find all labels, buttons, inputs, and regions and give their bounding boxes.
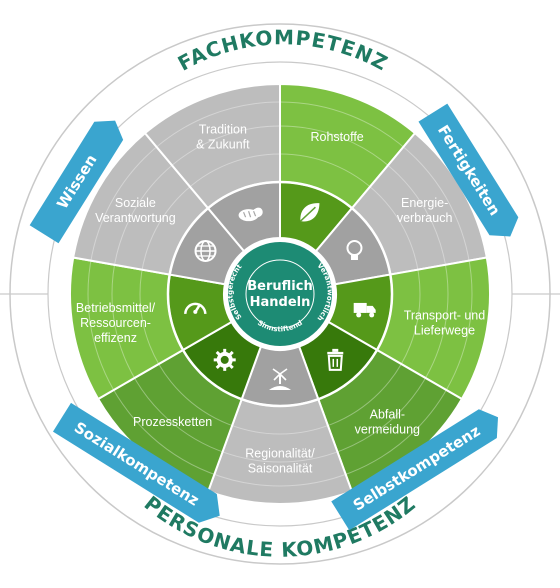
trash-icon: [327, 348, 344, 371]
segment-icons: [184, 203, 376, 390]
ring-line: [111, 125, 449, 463]
segment-label: Tradition& Zukunft: [196, 123, 250, 152]
wheel-segments: [69, 82, 491, 505]
windmill-field-icon: [269, 368, 291, 390]
segment-label: Rohstoffe: [310, 130, 363, 144]
ring-lines: [87, 101, 473, 487]
segment-label: Abfall-vermeidung: [355, 407, 420, 436]
lightbulb-icon: [346, 240, 363, 260]
ring-divider: [166, 180, 394, 408]
center-hub: Beruflich Handeln Selbstgerecht Verantwo…: [224, 238, 336, 350]
segment-label: Energie-verbrauch: [397, 196, 453, 225]
ring-line: [87, 101, 473, 487]
bread-icon: [238, 207, 263, 222]
segment-label: Prozessketten: [133, 415, 212, 429]
center-title-line1: Beruflich: [247, 279, 312, 294]
ring-line: [139, 153, 421, 435]
title-fachkompetenz: FACHKOMPETENZ: [174, 25, 392, 75]
segment-label: Regionalität/Saisonalität: [245, 447, 315, 476]
leaf-icon: [299, 203, 320, 222]
gauge-icon: [184, 302, 207, 315]
segment-label: Betriebsmittel/Ressourcen-effizenz: [76, 301, 156, 345]
truck-icon: [353, 302, 376, 318]
gear-icon: [213, 348, 236, 371]
globe-icon: [194, 240, 217, 262]
center-title-line2: Handeln: [250, 295, 311, 310]
